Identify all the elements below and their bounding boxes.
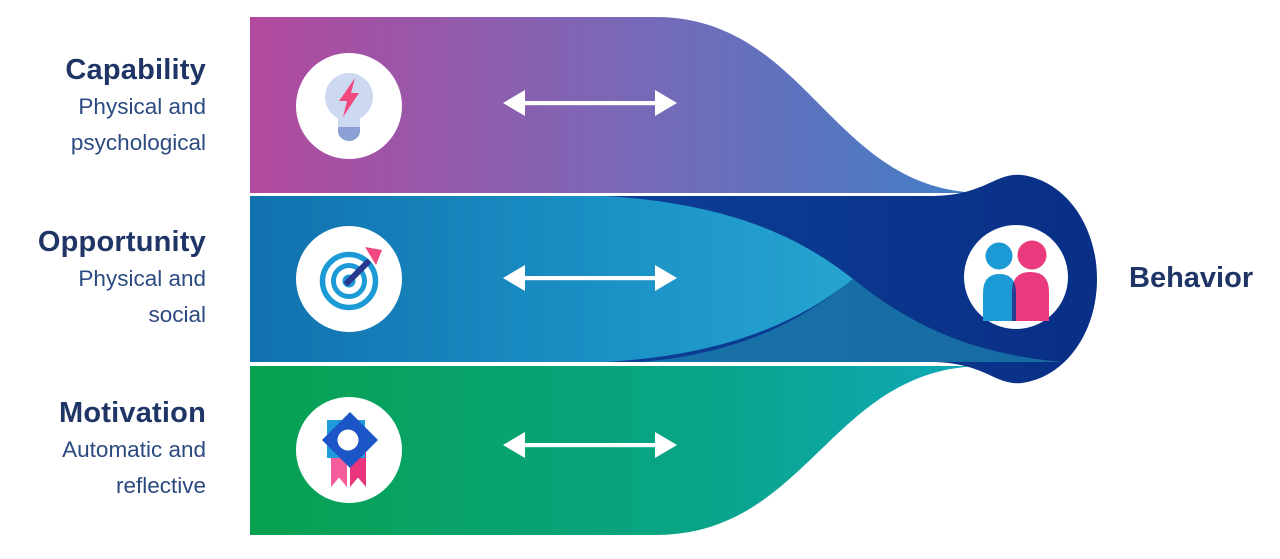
capability-label-block: Capability Physical and psychological [0,52,206,161]
motivation-title: Motivation [59,397,206,429]
motivation-subtitle-line1: Automatic and [62,437,206,462]
capability-subtitle-line1: Physical and [78,94,206,119]
opportunity-label-block: Opportunity Physical and social [0,224,206,333]
double-arrow-icon [503,432,677,458]
capability-title: Capability [65,54,206,86]
capability-subtitle-line2: psychological [70,130,206,155]
opportunity-subtitle-line2: social [148,302,206,327]
motivation-label-block: Motivation Automatic and reflective [0,395,206,504]
motivation-subtitle-line2: reflective [115,473,206,498]
ribbon-crossing-overlay [642,279,1062,362]
lightbulb-icon [296,53,402,159]
target-icon [296,226,402,332]
motivation-band [250,366,985,535]
behavior-label: Behavior [1129,262,1254,294]
double-arrow-icon [503,90,677,116]
people-icon [964,225,1068,329]
opportunity-title: Opportunity [37,226,206,258]
award-icon [296,397,402,503]
opportunity-subtitle-line1: Physical and [78,266,206,291]
double-arrow-icon [503,265,677,291]
